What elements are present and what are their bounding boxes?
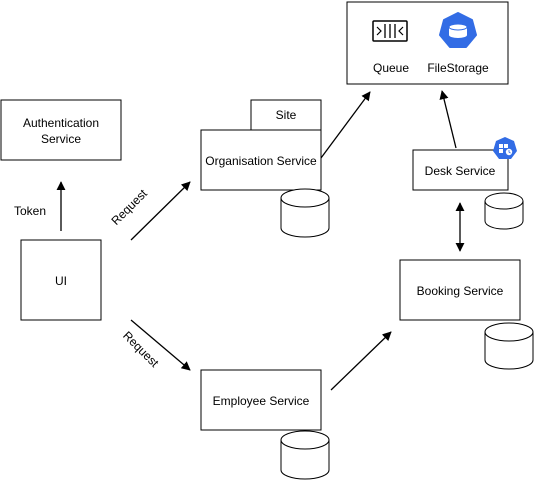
organisation-service-label: Organisation Service — [205, 154, 317, 168]
database-icon-booking — [484, 322, 534, 370]
ui-label: UI — [55, 274, 67, 288]
ui-node[interactable]: UI — [20, 239, 102, 321]
queue-label: Queue — [373, 61, 409, 75]
booking-service-label: Booking Service — [417, 284, 504, 298]
desk-service-label: Desk Service — [425, 164, 496, 178]
desk-service-node[interactable]: Desk Service — [412, 137, 517, 191]
edge-token-label: Token — [14, 204, 46, 218]
site-tab-label: Site — [276, 108, 297, 122]
edge-organisation-to-storage — [320, 91, 371, 159]
authentication-service-node[interactable]: Authentication Service — [0, 99, 122, 161]
employee-service-label: Employee Service — [213, 394, 310, 408]
storage-group[interactable]: Queue FileStorage — [346, 1, 509, 85]
edge-request-lower-label: Request — [120, 328, 162, 370]
edge-ui-to-organisation — [130, 181, 191, 241]
authentication-service-label-line2: Service — [41, 132, 81, 146]
kubernetes-badge-icon — [493, 137, 517, 159]
database-icon-desk — [484, 192, 524, 230]
authentication-service-label-line1: Authentication — [23, 116, 99, 130]
edge-request-upper-label: Request — [108, 186, 150, 228]
database-icon-organisation — [280, 188, 330, 238]
filestorage-label: FileStorage — [427, 61, 489, 75]
organisation-service-node[interactable]: Site Organisation Service — [200, 99, 322, 191]
queue-icon — [372, 20, 408, 42]
booking-service-node[interactable]: Booking Service — [399, 259, 521, 321]
edge-desk-to-storage — [439, 90, 457, 149]
kubernetes-storage-icon — [439, 12, 477, 48]
employee-service-node[interactable]: Employee Service — [200, 369, 322, 431]
edge-employee-to-booking — [330, 331, 392, 391]
database-icon-employee — [280, 430, 330, 480]
edge-ui-to-employee — [130, 319, 191, 371]
